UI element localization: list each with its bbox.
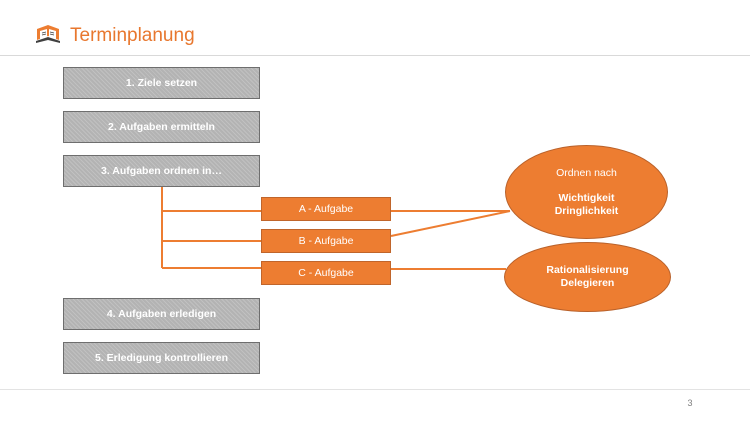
ellipse-rationalisierung-line1: Rationalisierung — [546, 264, 629, 276]
footer-divider — [0, 389, 750, 390]
ellipse-ordnen-line1: Ordnen nach — [556, 166, 617, 179]
task-a-box: A - Aufgabe — [261, 197, 391, 221]
ellipse-ordnen-line2: Wichtigkeit — [558, 191, 615, 204]
connector-b-to-ellipse — [390, 210, 511, 237]
task-c-box: C - Aufgabe — [261, 261, 391, 285]
step-1-box: 1. Ziele setzen — [63, 67, 260, 99]
step-2-box: 2. Aufgaben ermitteln — [63, 111, 260, 143]
ellipse-ordnen: Ordnen nach Wichtigkeit Dringlichkeit — [505, 145, 668, 239]
step-5-box: 5. Erledigung kontrollieren — [63, 342, 260, 374]
slide-header: Terminplanung — [0, 0, 750, 56]
slide-title: Terminplanung — [70, 25, 195, 46]
ellipse-rationalisierung: Rationalisierung Delegieren — [504, 242, 671, 312]
header-divider — [0, 55, 750, 56]
page-number: 3 — [687, 398, 693, 408]
book-logo-icon — [36, 25, 60, 43]
task-b-box: B - Aufgabe — [261, 229, 391, 253]
ellipse-ordnen-line3: Dringlichkeit — [554, 204, 619, 217]
ellipse-rationalisierung-line2: Delegieren — [560, 277, 615, 289]
step-3-box: 3. Aufgaben ordnen in… — [63, 155, 260, 187]
step-4-box: 4. Aufgaben erledigen — [63, 298, 260, 330]
